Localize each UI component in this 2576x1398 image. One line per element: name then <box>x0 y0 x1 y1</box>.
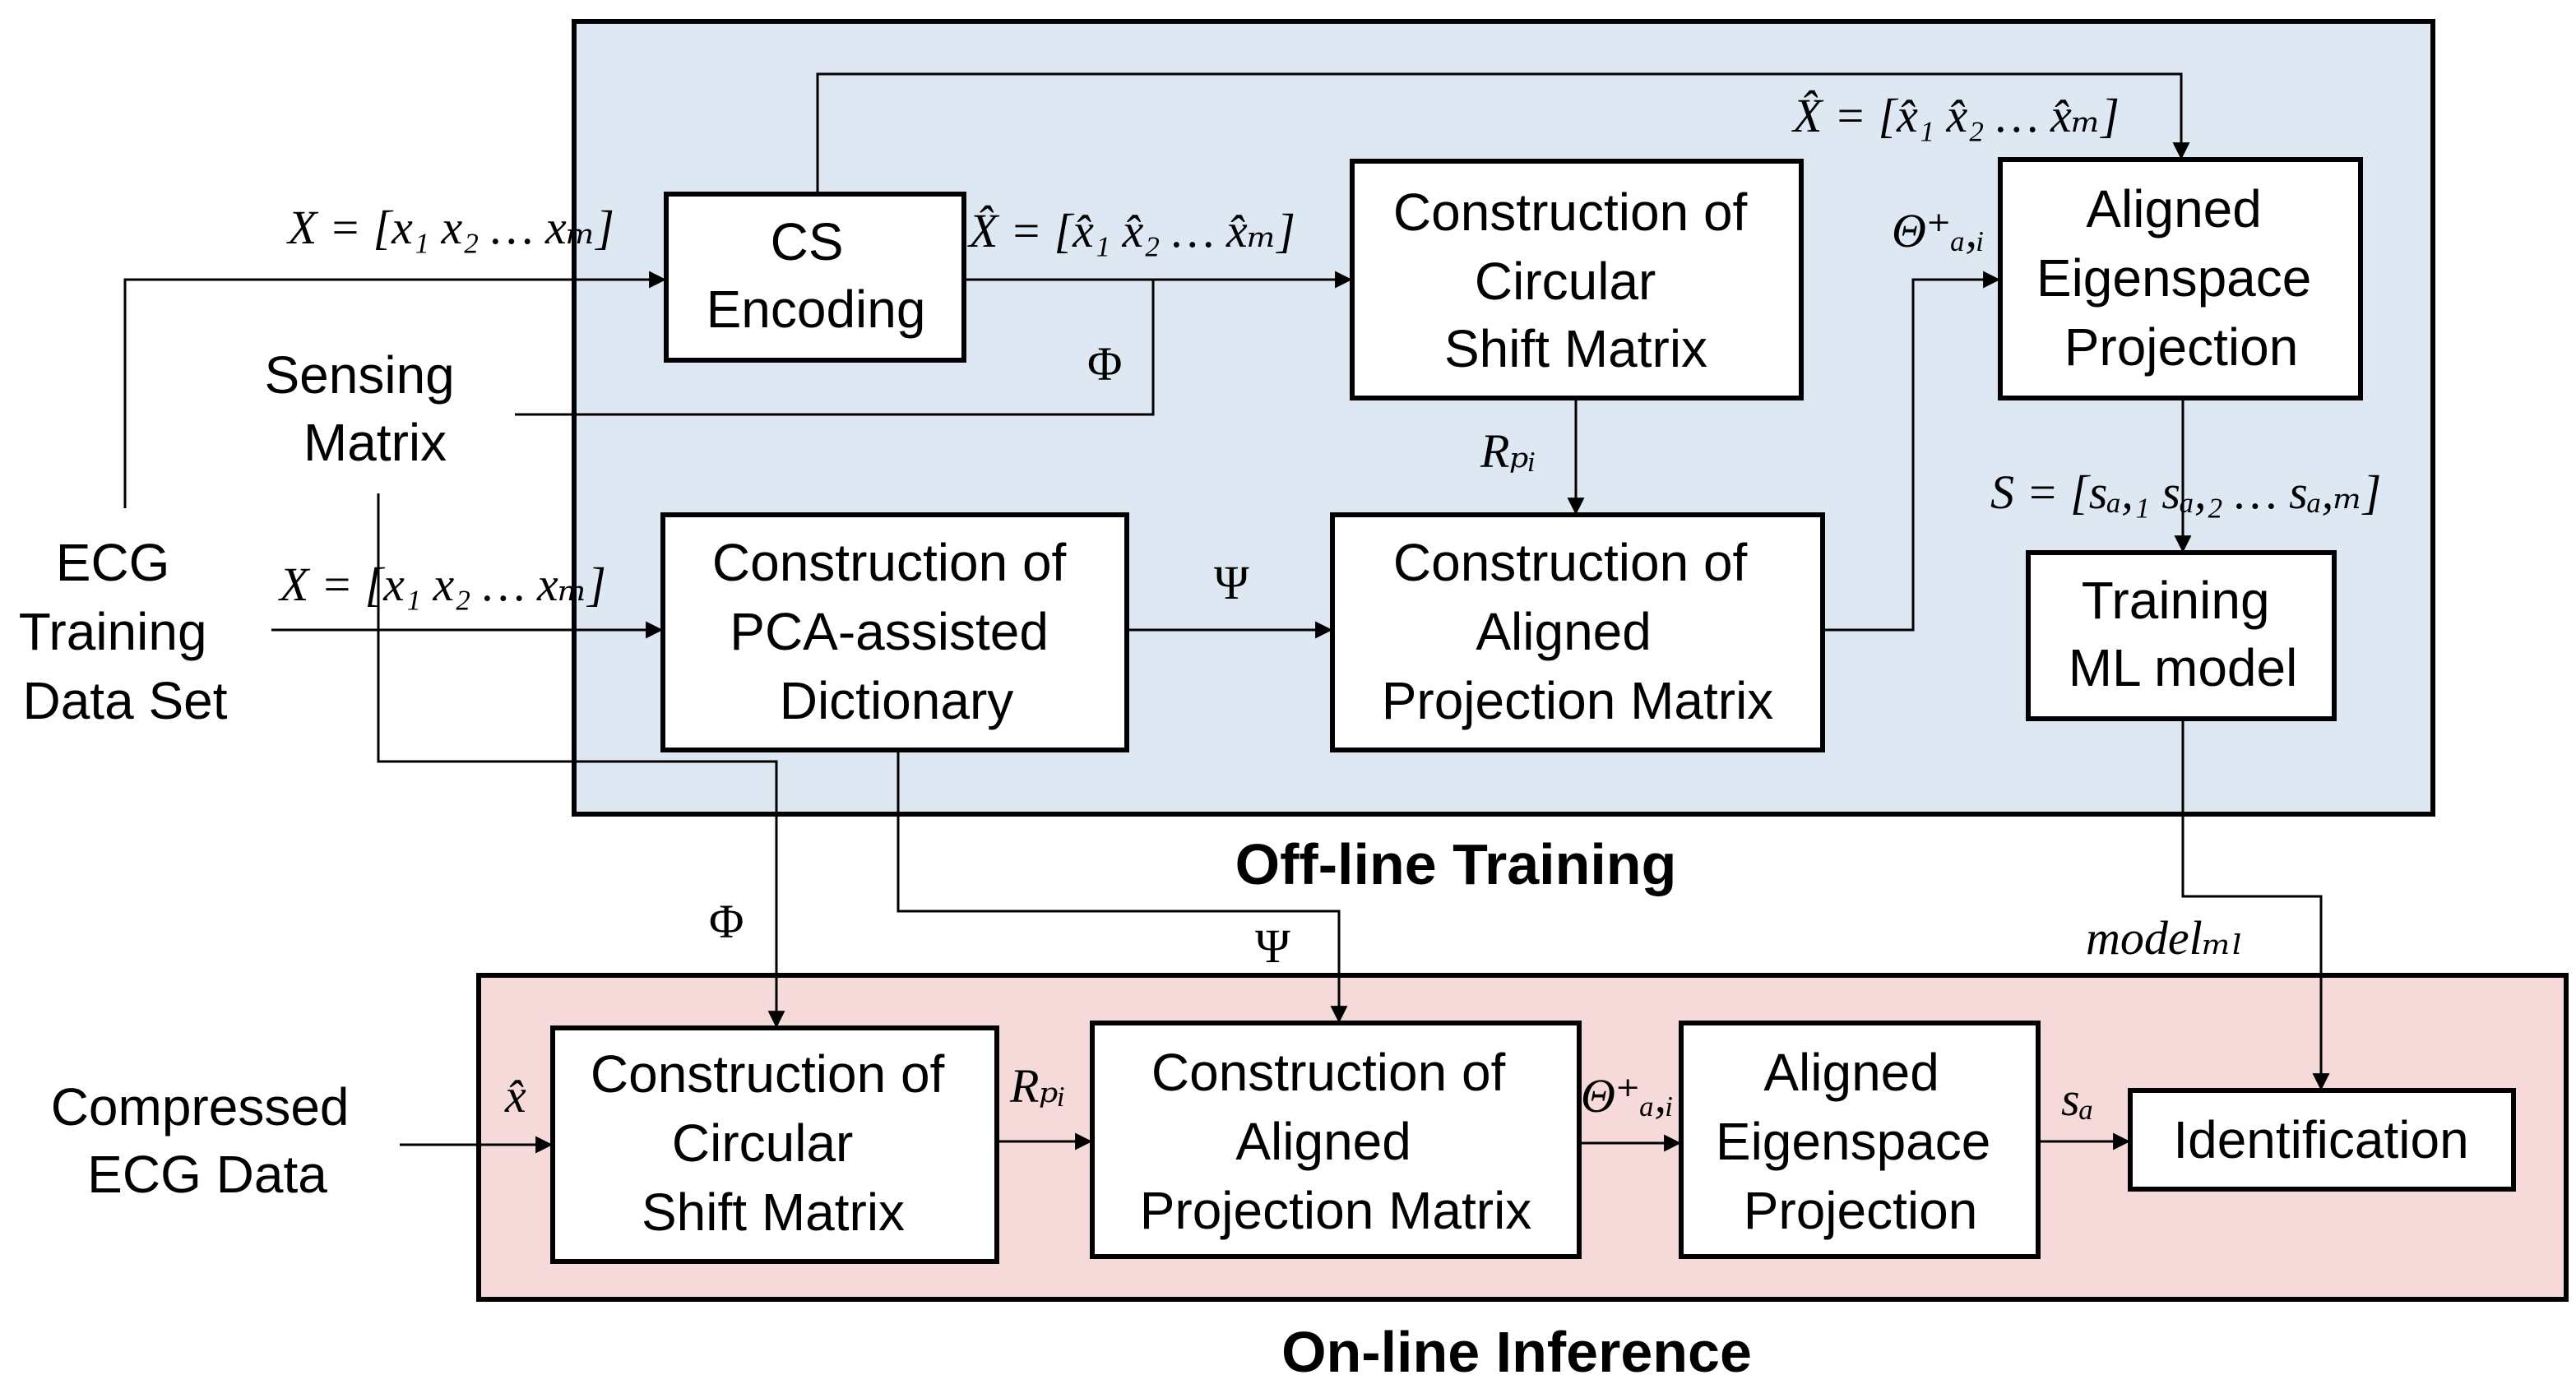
label-phi-train: Φ <box>1087 337 1122 391</box>
label-x-to-cs: X = [x₁ x₂ … xₘ] <box>286 201 614 254</box>
circular-shift-matrix-train-box <box>1350 159 1804 400</box>
circular-shift-matrix-train-label: Construction of Circular Shift Matrix <box>1393 183 1762 378</box>
label-x-to-pca: X = [x₁ x₂ … xₘ] <box>278 558 606 611</box>
aligned-projection-matrix-infer-box <box>1090 1021 1582 1259</box>
edge-sensing-matrix-to-circular-shift-infer <box>377 493 785 1029</box>
aligned-projection-matrix-train-box <box>1330 512 1825 752</box>
edge-pca-to-aligned-projection-infer <box>897 750 1348 1024</box>
identification-label: Identification <box>2173 1110 2468 1169</box>
aligned-eigenspace-infer-label: Aligned Eigenspace Projection <box>1716 1043 2005 1240</box>
label-r-train: Rₚᵢ <box>1480 424 1536 478</box>
sensing-matrix-label: Sensing Matrix <box>264 345 469 472</box>
compressed-ecg-data-label: Compressed ECG Data <box>51 1077 364 1204</box>
label-x-hat-input: x̂ <box>504 1069 526 1123</box>
online-inference-title: On-line Inference <box>1281 1320 1752 1384</box>
pca-dictionary-box <box>660 512 1129 752</box>
label-model-ml: modelₘₗ <box>2086 911 2243 965</box>
edge-aligned-projection-to-eigenspace <box>1823 271 2001 632</box>
label-s-a: sₐ <box>2061 1072 2094 1126</box>
label-r-infer: Rₚᵢ <box>1009 1059 1066 1113</box>
edge-sensing-matrix-to-circular-shift <box>515 280 1155 416</box>
identification-box <box>2128 1088 2516 1192</box>
label-psi-infer: Ψ <box>1255 919 1290 973</box>
edge-cs-encoding-top-to-eigenspace <box>816 72 2190 194</box>
training-ml-model-box <box>2026 550 2337 721</box>
label-s-features: S = [sₐ,₁ sₐ,₂ … sₐ,ₘ] <box>1990 465 2381 519</box>
aligned-projection-matrix-train-label: Construction of Aligned Projection Matri… <box>1382 533 1774 730</box>
offline-training-title: Off-line Training <box>1235 832 1677 896</box>
ecg-training-data-set-label: ECG Training Data Set <box>19 533 228 730</box>
label-xhat-top: X̂ = [x̂₁ x̂₂ … x̂ₘ] <box>1791 89 2120 142</box>
label-theta-train: Θ⁺ₐ,ᵢ <box>1892 204 1985 257</box>
training-ml-model-label: Training ML model <box>2069 571 2298 697</box>
label-phi-infer: Φ <box>709 895 744 948</box>
aligned-eigenspace-train-label: Aligned Eigenspace Projection <box>2036 179 2326 377</box>
edge-ecg-to-cs-encoding <box>123 271 667 508</box>
aligned-projection-matrix-infer-label: Construction of Aligned Projection Matri… <box>1140 1043 1532 1240</box>
circular-shift-matrix-infer-label: Construction of Circular Shift Matrix <box>591 1044 959 1242</box>
cs-encoding-box <box>664 192 966 363</box>
cs-encoding-label: CS Encoding <box>707 212 926 339</box>
label-theta-infer: Θ⁺ₐ,ᵢ <box>1581 1069 1674 1123</box>
label-xhat-to-circular-shift: X̂ = [x̂₁ x̂₂ … x̂ₘ] <box>967 204 1295 257</box>
edge-training-ml-to-identification <box>2181 719 2330 1091</box>
circular-shift-matrix-infer-box <box>550 1025 999 1264</box>
label-psi-train: Ψ <box>1214 556 1249 609</box>
pca-dictionary-label: Construction of PCA-assisted Dictionary <box>712 533 1081 730</box>
aligned-eigenspace-train-box <box>1998 157 2363 400</box>
